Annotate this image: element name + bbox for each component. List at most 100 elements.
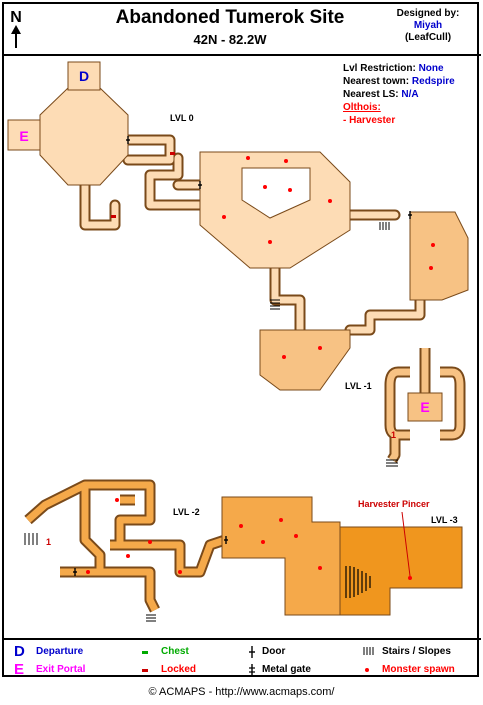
door-icon: [224, 536, 228, 544]
legend-monster-spawn: Monster spawn: [382, 664, 455, 675]
legend-departure: Departure: [36, 646, 84, 657]
nearest-ls-label: Nearest LS:: [343, 89, 399, 100]
legend-chest: Chest: [161, 646, 189, 657]
monster-spawn-icon: [268, 240, 272, 244]
boss-label: Harvester Pincer: [358, 499, 430, 509]
slope-icon: [345, 566, 371, 598]
room-level2-hall: [221, 496, 341, 616]
locked-icon: [142, 669, 148, 672]
header-divider: [2, 54, 481, 56]
monster-spawns: [86, 156, 435, 580]
dungeon-info: Lvl Restriction: None Nearest town: Reds…: [343, 62, 455, 127]
designer-name: Miyah: [413, 20, 443, 31]
door-icon: [198, 181, 202, 189]
nearest-town-value: Redspire: [411, 76, 455, 87]
legend-departure-symbol: D: [14, 643, 25, 660]
room-exit-portal: [407, 392, 443, 422]
monster-spawn-icon: [282, 355, 286, 359]
exit-marker: E: [19, 128, 28, 144]
map-frame: [2, 2, 479, 677]
monster-spawn-icon: [86, 570, 90, 574]
legend-metal-gate: Metal gate: [262, 664, 311, 675]
room-lower-chamber: [259, 329, 351, 391]
level-label-2: LVL -2: [173, 507, 200, 517]
monster-spawn-icon: [328, 199, 332, 203]
level0-corridors: [81, 136, 424, 334]
monster-spawn-icon: [279, 518, 283, 522]
monster-spawn-icon: [261, 540, 265, 544]
monster-spawn-icon: [294, 534, 298, 538]
departure-marker: D: [79, 68, 89, 84]
door-icon: [126, 136, 130, 144]
level-label-1: LVL -1: [345, 381, 372, 391]
chest-icon: [142, 651, 148, 654]
door-icons: [73, 136, 412, 576]
room-level3-hall: [339, 526, 463, 616]
lvl-restriction-label: Lvl Restriction:: [343, 63, 416, 74]
room-departure-alcove: [67, 61, 101, 91]
monster-spawn-icon: [222, 215, 226, 219]
level-label-0: LVL 0: [170, 113, 194, 123]
stair-number: 1: [391, 430, 396, 440]
stairs-icons: [24, 222, 398, 622]
room-departure-hall: [39, 87, 129, 186]
stairs-icon: [270, 299, 280, 310]
door-icon: [408, 211, 412, 219]
monster-spawn-icon: [115, 498, 119, 502]
stairs-icon: [24, 533, 38, 545]
legend-stairs: Stairs / Slopes: [382, 646, 451, 657]
locked-door-icon: [111, 215, 116, 218]
monster-spawn-icon: [431, 243, 435, 247]
compass-letter: N: [10, 9, 22, 26]
stairs-icon: [146, 614, 156, 622]
boss-pointer: [401, 511, 411, 577]
stairs-icon: [379, 222, 390, 230]
locked-door-icon: [170, 152, 175, 155]
metal-gate-icon: [249, 664, 255, 676]
room-inner-pit: [241, 167, 311, 219]
lvl-restriction-value: None: [418, 63, 444, 74]
monster-spawn-icon: [318, 566, 322, 570]
nearest-town-label: Nearest town:: [343, 76, 410, 87]
legend-locked: Locked: [161, 664, 197, 675]
legend-divider: [2, 638, 481, 640]
room-east-chamber: [409, 211, 469, 301]
monster-spawn-icon: [365, 668, 369, 672]
level2-corridors: [25, 481, 227, 612]
level-label-3: LVL -3: [431, 515, 458, 525]
designer-block: Designed by: Miyah (LeafCull): [383, 8, 473, 44]
designer-handle: (LeafCull): [404, 32, 452, 43]
nearest-ls-value: N/A: [401, 89, 419, 100]
north-arrow-icon: N: [10, 9, 22, 48]
monster-spawn-icon: [178, 570, 182, 574]
stair-number: 1: [46, 537, 51, 547]
stairs-icon: [363, 647, 374, 655]
monster-spawn-icon: [148, 540, 152, 544]
monster-spawn-icon: [263, 185, 267, 189]
level1-ring: [386, 348, 464, 462]
monster-spawn-icon: [126, 554, 130, 558]
monster-spawn-icon: [284, 159, 288, 163]
map-coordinates: 42N - 82.2W: [193, 32, 267, 47]
stairs-icon: [386, 459, 398, 467]
legend-exit-symbol: E: [14, 661, 25, 678]
monster-spawn-icon: [318, 346, 322, 350]
monster-spawn-icon: [288, 188, 292, 192]
designed-by-label: Designed by:: [396, 8, 460, 19]
legend-door: Door: [262, 646, 286, 657]
monster-item: - Harvester: [343, 115, 396, 126]
room-exit-alcove: [7, 119, 41, 151]
exit-portal-marker: E: [420, 399, 429, 415]
footer-copyright: © ACMAPS - http://www.acmaps.com/: [148, 686, 335, 698]
map-title: Abandoned Tumerok Site: [115, 7, 345, 28]
monster-heading: Olthois:: [343, 102, 381, 113]
monster-spawn-icon: [408, 576, 412, 580]
legend-exit: Exit Portal: [36, 664, 86, 675]
locked-door-icons: [111, 152, 175, 218]
door-icon: [249, 646, 255, 658]
monster-spawn-icon: [239, 524, 243, 528]
monster-spawn-icon: [429, 266, 433, 270]
door-icon: [73, 568, 77, 576]
monster-spawn-icon: [246, 156, 250, 160]
